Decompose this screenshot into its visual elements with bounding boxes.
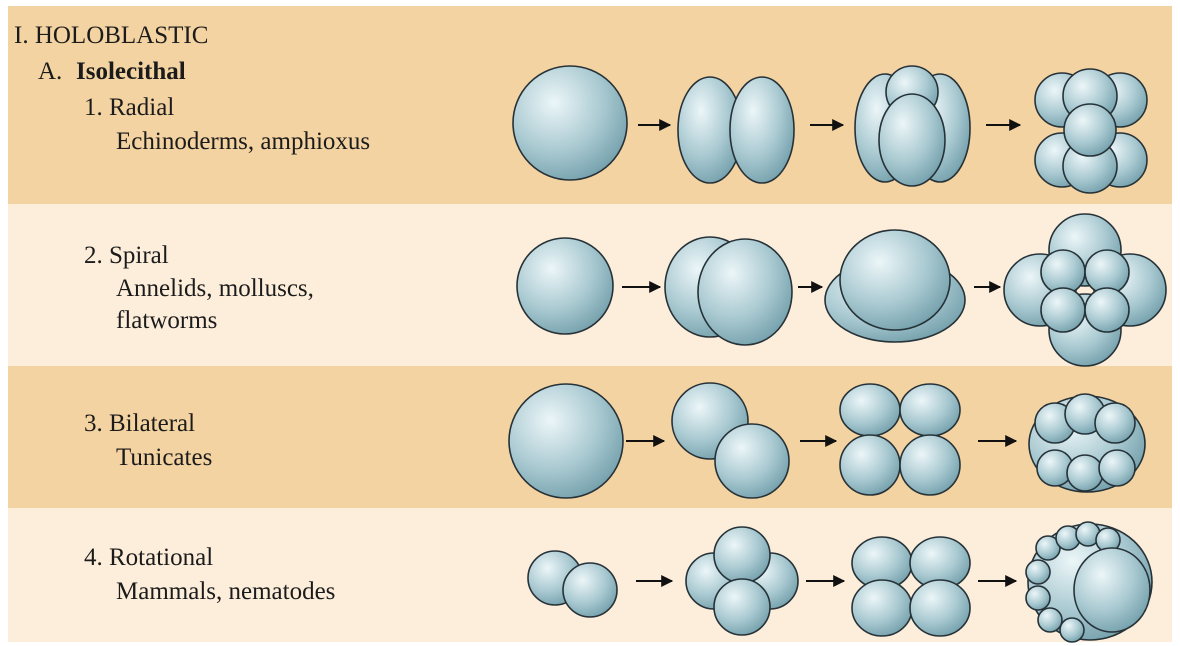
rotational-2cell-b <box>563 563 617 617</box>
cell-31 <box>714 579 770 635</box>
cell-34 <box>852 580 912 636</box>
cell-41 <box>1026 586 1050 610</box>
cell-18 <box>840 384 900 436</box>
cell-35 <box>910 580 970 636</box>
cell-20 <box>840 435 900 495</box>
rotational-inner-mass <box>1074 548 1150 632</box>
radial-zygote <box>513 66 627 180</box>
spiral-4cell-dome <box>840 230 950 330</box>
cell-24 <box>1095 403 1135 443</box>
radial-2cell-b <box>730 77 794 183</box>
cell-43 <box>1060 618 1084 642</box>
cell-30 <box>714 527 770 583</box>
cell-27 <box>1099 450 1135 486</box>
cell-21 <box>900 435 960 495</box>
cell-9 <box>1064 104 1116 156</box>
spiral-zygote <box>517 238 613 334</box>
cell-40 <box>1026 560 1050 584</box>
radial-4cell-front <box>879 94 945 186</box>
bilateral-2cell-b <box>715 424 789 498</box>
cell-17 <box>1085 288 1129 332</box>
cell-16 <box>1041 288 1085 332</box>
bilateral-zygote <box>509 384 623 498</box>
cell-42 <box>1038 608 1062 632</box>
spiral-2cell-front <box>698 239 792 345</box>
cell-26 <box>1067 455 1103 491</box>
cell-19 <box>900 384 960 436</box>
